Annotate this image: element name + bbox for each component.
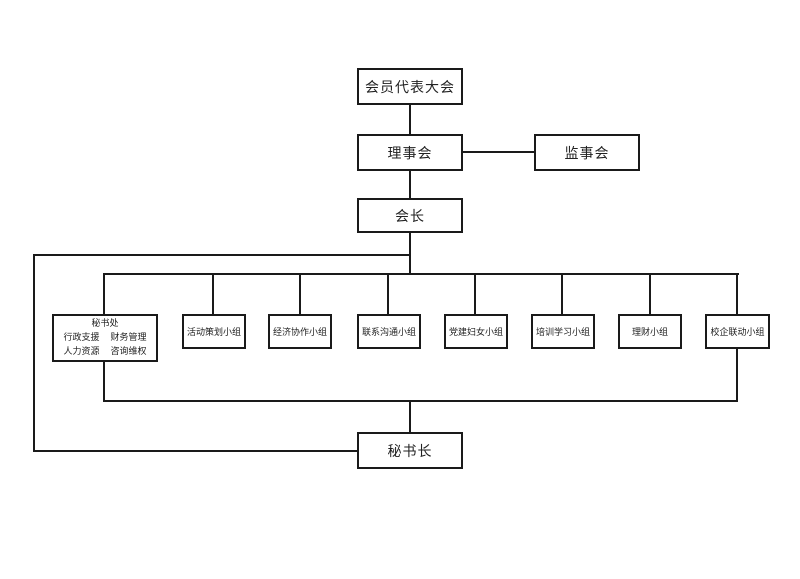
node-label: 理财小组 [631,328,668,338]
outer-loop-bottom [33,450,359,452]
duty-admin-support: 行政支援 [63,333,100,343]
secretariat-title: 秘书处 [91,319,119,329]
rise-group-7 [736,347,738,402]
node-label: 会员代表大会 [365,79,455,96]
node-president[interactable]: 会长 [357,198,463,233]
node-label: 秘书长 [387,443,433,460]
node-group-liaison[interactable]: 联系沟通小组 [357,314,421,349]
connector-top-council [409,104,411,138]
node-secretariat[interactable]: 秘书处 行政支援 财务管理 人力资源 咨询维权 [52,314,158,362]
connector-president-bus [409,231,411,275]
node-members-congress[interactable]: 会员代表大会 [357,68,463,105]
duty-finance: 财务管理 [110,333,147,343]
node-label: 理事会 [387,145,433,162]
node-group-economic-cooperation[interactable]: 经济协作小组 [268,314,332,349]
node-group-party-women[interactable]: 党建妇女小组 [444,314,508,349]
connector-bus-secretary-general [409,400,411,433]
node-group-school-enterprise[interactable]: 校企联动小组 [705,314,770,349]
drop-group-5 [561,273,563,315]
connector-council-supervisors [462,151,536,153]
drop-group-3 [387,273,389,315]
group-bus-bottom [103,400,738,402]
duty-consulting-rights: 咨询维权 [110,347,147,357]
drop-secretariat [103,273,105,315]
node-label: 联系沟通小组 [361,328,416,338]
duty-hr: 人力资源 [63,347,100,357]
node-label: 党建妇女小组 [448,328,503,338]
drop-group-1 [212,273,214,315]
outer-loop-left [33,254,35,452]
node-supervisors[interactable]: 监事会 [534,134,640,171]
drop-group-2 [299,273,301,315]
group-bus-top [103,273,739,275]
outer-loop-top [33,254,411,256]
connector-council-president [409,170,411,199]
drop-group-6 [649,273,651,315]
drop-group-7 [736,273,738,315]
node-group-activity-planning[interactable]: 活动策划小组 [182,314,246,349]
node-group-finance[interactable]: 理财小组 [618,314,682,349]
node-label: 经济协作小组 [272,328,327,338]
node-label: 校企联动小组 [710,328,765,338]
node-council[interactable]: 理事会 [357,134,463,171]
node-label: 培训学习小组 [535,328,590,338]
drop-group-4 [474,273,476,315]
node-group-training[interactable]: 培训学习小组 [531,314,595,349]
rise-secretariat [103,360,105,402]
node-label: 会长 [395,208,425,225]
node-secretary-general[interactable]: 秘书长 [357,432,463,469]
node-label: 活动策划小组 [186,328,241,338]
node-label: 监事会 [564,145,610,162]
